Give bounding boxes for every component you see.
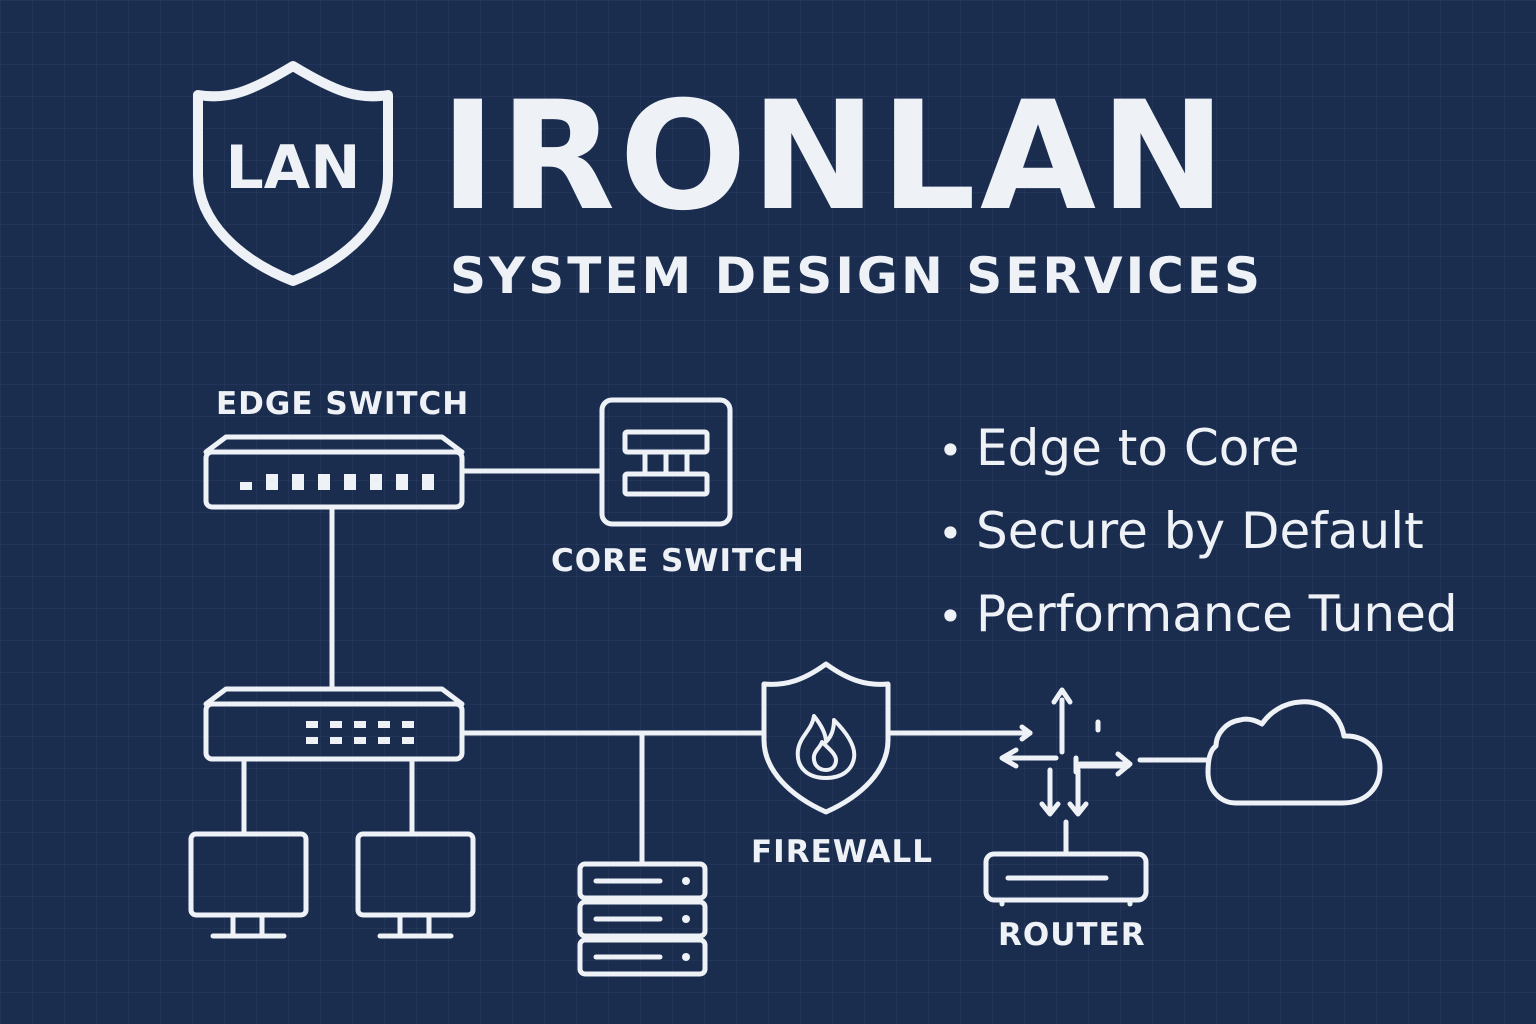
bullet-icon: • [938,426,963,475]
feature-item: • Edge to Core [938,408,1458,491]
cloud-icon [1205,699,1383,806]
firewall-label: FIREWALL [751,834,934,870]
monitor-icon [355,831,476,939]
routing-arrows-icon [999,687,1133,817]
core-switch-icon [599,397,733,527]
edge-switch-icon [203,434,465,510]
router-label: ROUTER [998,917,1146,953]
brand-title: IRONLAN [440,70,1230,244]
logo-text: LAN [226,133,361,203]
feature-text: Edge to Core [976,419,1300,477]
router-icon [983,851,1149,907]
feature-item: • Secure by Default [938,491,1458,574]
feature-text: Secure by Default [976,502,1424,560]
network-links [241,468,1209,866]
edge-switch-label: EDGE SWITCH [216,386,470,422]
feature-text: Performance Tuned [976,585,1458,643]
brand-subtitle: SYSTEM DESIGN SERVICES [450,247,1264,305]
feature-list: • Edge to Core • Secure by Default • Perfor… [938,408,1458,657]
access-switch-icon [203,686,465,762]
bullet-icon: • [938,509,963,558]
monitor-icon [188,831,309,939]
bullet-icon: • [938,592,963,641]
server-stack-icon [577,861,708,977]
core-switch-label: CORE SWITCH [551,543,805,579]
feature-item: • Performance Tuned [938,574,1458,657]
firewall-shield-flame-icon [761,661,891,815]
